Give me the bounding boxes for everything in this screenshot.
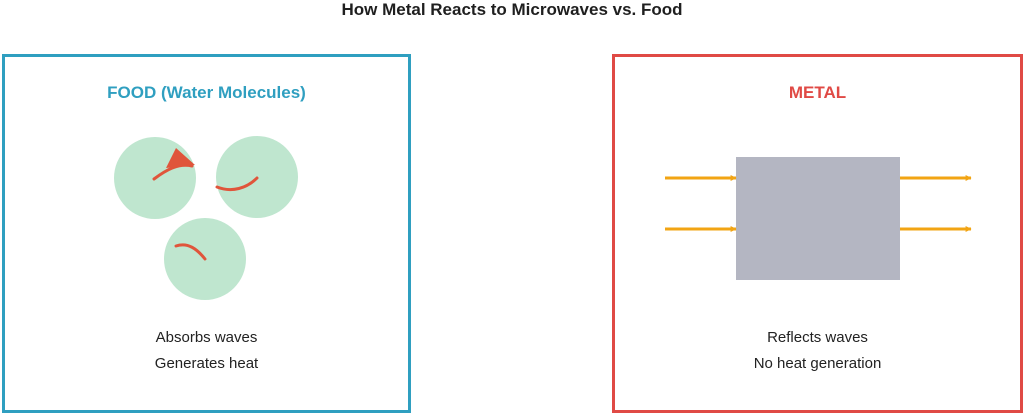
- food-panel-heading: FOOD (Water Molecules): [107, 83, 306, 102]
- metal-panel: METAL Reflects waves No heat generation: [612, 54, 1023, 413]
- metal-caption-reflects: Reflects waves: [767, 329, 868, 346]
- metal-caption-no-heat: No heat generation: [753, 355, 882, 372]
- food-caption-absorbs: Absorbs waves: [155, 329, 258, 346]
- food-panel: FOOD (Water Molecules) Absorbs waves Gen…: [2, 54, 411, 413]
- food-caption-heat: Generates heat: [154, 355, 259, 372]
- metal-panel-heading: METAL: [788, 83, 847, 102]
- diagram-title: How Metal Reacts to Microwaves vs. Food: [341, 0, 683, 19]
